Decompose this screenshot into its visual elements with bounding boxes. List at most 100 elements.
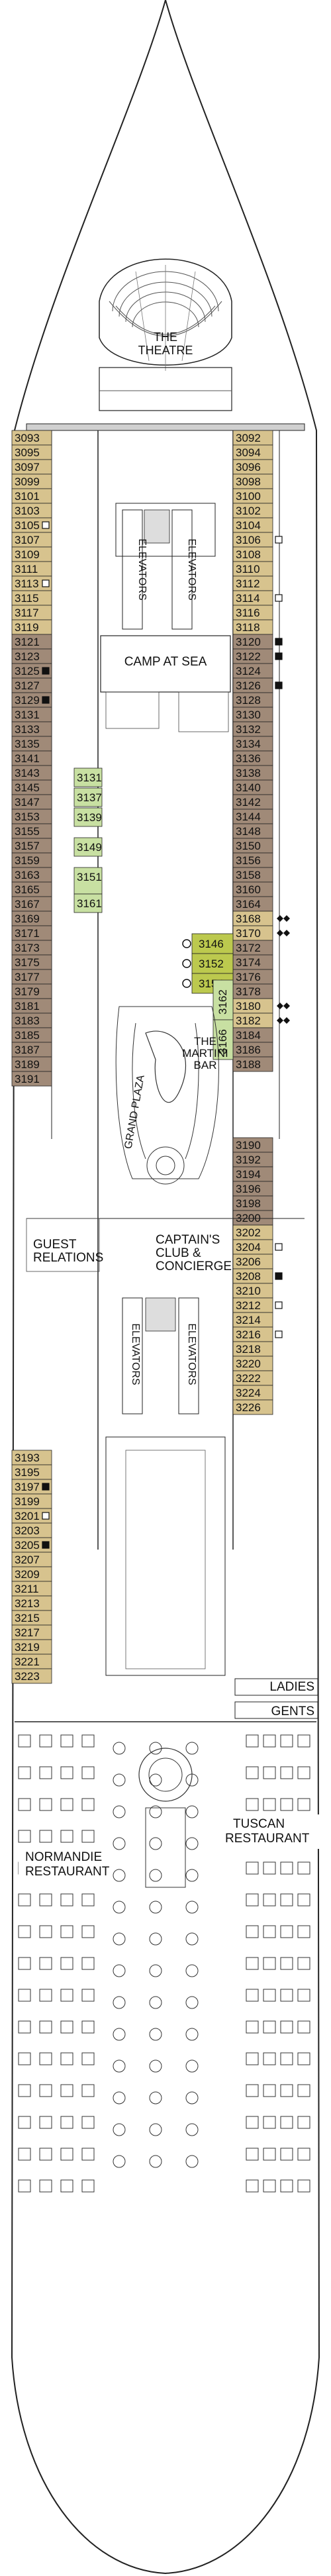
cabin-3181[interactable]: 3181 — [11, 998, 52, 1014]
cabin-3166[interactable]: 3166 — [213, 1019, 234, 1060]
cabin-3141[interactable]: 3141 — [11, 750, 52, 766]
cabin-3147[interactable]: 3147 — [11, 794, 52, 810]
cabin-3168[interactable]: 3168 — [232, 911, 290, 926]
cabin-3202[interactable]: 3202 — [232, 1224, 273, 1240]
cabin-3119[interactable]: 3119 — [11, 619, 52, 635]
cabin-3131[interactable]: 3131 — [73, 768, 103, 787]
cabin-3152[interactable]: 3152 — [182, 953, 234, 974]
cabin-3226[interactable]: 3226 — [232, 1399, 273, 1415]
cabin-3215[interactable]: 3215 — [11, 1610, 52, 1626]
cabin-3216[interactable]: 3216 — [232, 1326, 283, 1342]
cabin-3099[interactable]: 3099 — [11, 473, 52, 489]
cabin-3172[interactable]: 3172 — [232, 940, 273, 956]
cabin-3158[interactable]: 3158 — [232, 867, 273, 883]
cabin-3217[interactable]: 3217 — [11, 1624, 52, 1640]
cabin-3139[interactable]: 3139 — [73, 807, 103, 827]
cabin-3116[interactable]: 3116 — [232, 605, 273, 620]
cabin-3159[interactable]: 3159 — [11, 852, 52, 868]
cabin-3094[interactable]: 3094 — [232, 444, 273, 460]
cabin-3175[interactable]: 3175 — [11, 954, 52, 970]
cabin-3096[interactable]: 3096 — [232, 459, 273, 475]
cabin-3095[interactable]: 3095 — [11, 444, 52, 460]
cabin-3180[interactable]: 3180 — [232, 998, 290, 1014]
cabin-3209[interactable]: 3209 — [11, 1566, 52, 1582]
cabin-3160[interactable]: 3160 — [232, 881, 273, 897]
cabin-3105[interactable]: 3105 — [11, 517, 52, 533]
cabin-3196[interactable]: 3196 — [232, 1181, 273, 1197]
cabin-3214[interactable]: 3214 — [232, 1312, 273, 1328]
cabin-3101[interactable]: 3101 — [11, 488, 52, 504]
cabin-3135[interactable]: 3135 — [11, 736, 52, 752]
cabin-3112[interactable]: 3112 — [232, 575, 273, 591]
cabin-3106[interactable]: 3106 — [232, 532, 283, 548]
cabin-3213[interactable]: 3213 — [11, 1595, 52, 1611]
cabin-3218[interactable]: 3218 — [232, 1341, 273, 1357]
cabin-3162[interactable]: 3162 — [213, 979, 234, 1020]
cabin-3177[interactable]: 3177 — [11, 969, 52, 985]
cabin-3138[interactable]: 3138 — [232, 765, 273, 781]
cabin-3144[interactable]: 3144 — [232, 809, 273, 824]
cabin-3163[interactable]: 3163 — [11, 867, 52, 883]
cabin-3150[interactable]: 3150 — [232, 838, 273, 854]
cabin-3142[interactable]: 3142 — [232, 794, 273, 810]
cabin-3200[interactable]: 3200 — [232, 1210, 273, 1226]
cabin-3100[interactable]: 3100 — [232, 488, 273, 504]
cabin-3170[interactable]: 3170 — [232, 925, 290, 941]
cabin-3124[interactable]: 3124 — [232, 663, 273, 679]
cabin-3210[interactable]: 3210 — [232, 1283, 273, 1299]
cabin-3189[interactable]: 3189 — [11, 1056, 52, 1072]
cabin-3187[interactable]: 3187 — [11, 1042, 52, 1058]
cabin-3121[interactable]: 3121 — [11, 634, 52, 650]
cabin-3223[interactable]: 3223 — [11, 1668, 52, 1684]
cabin-3178[interactable]: 3178 — [232, 983, 273, 999]
cabin-3190[interactable]: 3190 — [232, 1137, 273, 1153]
cabin-3133[interactable]: 3133 — [11, 721, 52, 737]
cabin-3104[interactable]: 3104 — [232, 517, 273, 533]
cabin-3224[interactable]: 3224 — [232, 1385, 273, 1401]
cabin-3206[interactable]: 3206 — [232, 1254, 273, 1269]
cabin-3198[interactable]: 3198 — [232, 1195, 273, 1211]
cabin-3125[interactable]: 3125 — [11, 663, 52, 679]
cabin-3195[interactable]: 3195 — [11, 1464, 52, 1480]
cabin-3185[interactable]: 3185 — [11, 1027, 52, 1043]
cabin-3205[interactable]: 3205 — [11, 1537, 52, 1553]
cabin-3157[interactable]: 3157 — [11, 838, 52, 854]
cabin-3129[interactable]: 3129 — [11, 692, 52, 708]
cabin-3114[interactable]: 3114 — [232, 590, 283, 606]
cabin-3122[interactable]: 3122 — [232, 648, 283, 664]
cabin-3103[interactable]: 3103 — [11, 503, 52, 519]
cabin-3115[interactable]: 3115 — [11, 590, 52, 606]
cabin-3131[interactable]: 3131 — [11, 707, 52, 722]
cabin-3136[interactable]: 3136 — [232, 750, 273, 766]
cabin-3156[interactable]: 3156 — [232, 852, 273, 868]
cabin-3220[interactable]: 3220 — [232, 1356, 273, 1371]
cabin-3164[interactable]: 3164 — [232, 896, 273, 912]
cabin-3127[interactable]: 3127 — [11, 677, 52, 693]
cabin-3165[interactable]: 3165 — [11, 881, 52, 897]
cabin-3123[interactable]: 3123 — [11, 648, 52, 664]
cabin-3120[interactable]: 3120 — [232, 634, 283, 650]
cabin-3179[interactable]: 3179 — [11, 983, 52, 999]
cabin-3109[interactable]: 3109 — [11, 546, 52, 562]
cabin-3211[interactable]: 3211 — [11, 1581, 52, 1597]
cabin-3221[interactable]: 3221 — [11, 1654, 52, 1669]
cabin-3199[interactable]: 3199 — [11, 1493, 52, 1509]
cabin-3134[interactable]: 3134 — [232, 736, 273, 752]
cabin-3117[interactable]: 3117 — [11, 605, 52, 620]
cabin-3155[interactable]: 3155 — [11, 823, 52, 839]
cabin-3161[interactable]: 3161 — [73, 893, 103, 913]
cabin-3126[interactable]: 3126 — [232, 677, 283, 693]
cabin-3204[interactable]: 3204 — [232, 1239, 283, 1255]
cabin-3197[interactable]: 3197 — [11, 1479, 52, 1495]
cabin-3128[interactable]: 3128 — [232, 692, 273, 708]
cabin-3110[interactable]: 3110 — [232, 561, 273, 577]
cabin-3145[interactable]: 3145 — [11, 779, 52, 795]
cabin-3167[interactable]: 3167 — [11, 896, 52, 912]
cabin-3186[interactable]: 3186 — [232, 1042, 273, 1058]
cabin-3108[interactable]: 3108 — [232, 546, 273, 562]
cabin-3140[interactable]: 3140 — [232, 779, 273, 795]
cabin-3113[interactable]: 3113 — [11, 575, 52, 591]
cabin-3151[interactable]: 3151 — [73, 867, 103, 895]
cabin-3212[interactable]: 3212 — [232, 1297, 283, 1313]
cabin-3102[interactable]: 3102 — [232, 503, 273, 519]
